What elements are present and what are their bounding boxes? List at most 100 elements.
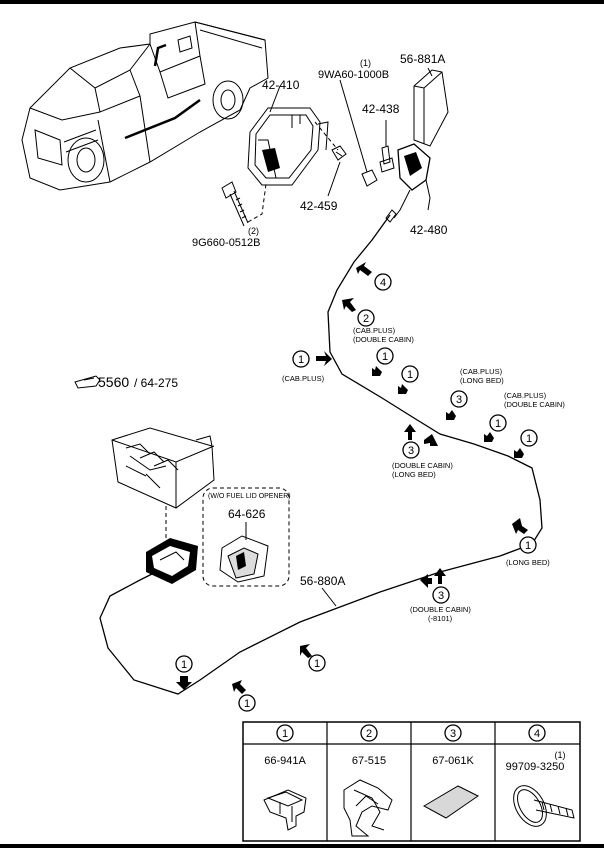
fuel-lid-opener-bracket bbox=[146, 538, 198, 584]
leader-56-880a bbox=[321, 587, 337, 607]
callout-1e: 1 bbox=[526, 433, 532, 445]
label-56-881a: 56-881A bbox=[400, 52, 445, 66]
note-double-cabin-b: (DOUBLE CABIN) bbox=[504, 400, 565, 409]
arrow-1f bbox=[512, 518, 528, 534]
legend-part-66-941a: 66-941A bbox=[264, 755, 306, 767]
callout-1a: 1 bbox=[298, 354, 304, 366]
note-double-cabin-c: (DOUBLE CABIN) bbox=[392, 461, 453, 470]
callout-circle-3a bbox=[450, 390, 468, 408]
callout-circle-2 bbox=[357, 309, 375, 327]
note-long-bed-b: (LONG BED) bbox=[392, 470, 436, 479]
clip-67-515-drawing bbox=[343, 779, 393, 837]
callout-circle-1b bbox=[376, 347, 394, 365]
label-9wa60-1000b: 9WA60-1000B bbox=[318, 69, 389, 81]
arrow-1c bbox=[398, 384, 408, 394]
label-56-880a: 56-880A bbox=[300, 574, 345, 588]
arrow-1a bbox=[316, 351, 332, 366]
clip-99709-3250-drawing bbox=[513, 785, 575, 827]
callout-1b: 1 bbox=[382, 351, 388, 363]
arrow-3c bbox=[420, 574, 432, 588]
arrow-3b-up bbox=[404, 424, 416, 440]
callout-circle-1g bbox=[308, 654, 326, 672]
clip-location-markers: 4 2 1 (CAB.PLUS) (CAB.PLUS) (DOUBLE CABI… bbox=[175, 262, 565, 712]
callout-circle-3b bbox=[402, 441, 420, 459]
arrow-1d bbox=[484, 432, 494, 442]
label-42-459: 42-459 bbox=[300, 199, 338, 213]
pickup-truck-illustration bbox=[21, 21, 269, 191]
callout-1f: 1 bbox=[525, 540, 531, 552]
legend-part-67-061k: 67-061K bbox=[432, 755, 474, 767]
note-cab-plus: (CAB.PLUS) bbox=[282, 374, 325, 383]
callout-circle-1c bbox=[401, 365, 419, 383]
note-8101: (-8101) bbox=[428, 614, 453, 623]
callout-circle-1i bbox=[238, 694, 256, 712]
part-42-438 bbox=[379, 120, 395, 173]
module-56-881a bbox=[413, 69, 449, 147]
label-42-480: 42-480 bbox=[410, 223, 448, 237]
note-cab-plus-b: (CAB.PLUS) bbox=[353, 326, 396, 335]
label-64-626: 64-626 bbox=[228, 507, 266, 521]
arrow-3b-right bbox=[424, 434, 438, 446]
note-wo-opener: (W/O FUEL LID OPENER) bbox=[208, 493, 291, 500]
cable-end-fitting bbox=[385, 209, 397, 223]
callout-1d: 1 bbox=[495, 418, 501, 430]
note-cab-plus-c: (CAB.PLUS) bbox=[460, 367, 503, 376]
leader-42-459 bbox=[327, 161, 341, 197]
legend-header-4: 4 bbox=[534, 728, 540, 740]
callout-3a: 3 bbox=[456, 394, 462, 406]
legend-qty-4: (1) bbox=[555, 750, 566, 760]
bolt-9g660-0512b bbox=[221, 181, 249, 227]
arrow-3c-up bbox=[434, 568, 446, 584]
callout-circle-1f bbox=[519, 536, 537, 554]
legend-header-circle-1 bbox=[276, 724, 294, 742]
note-cab-plus-d: (CAB.PLUS) bbox=[504, 391, 547, 400]
nut-42-459 bbox=[331, 145, 347, 161]
legend-header-circle-2 bbox=[360, 724, 378, 742]
dash-nut bbox=[314, 121, 339, 151]
arrow-1i bbox=[232, 680, 246, 694]
pointing-hand-icon bbox=[74, 375, 101, 389]
callout-1i: 1 bbox=[244, 698, 250, 710]
legend-header-circle-4 bbox=[528, 724, 546, 742]
note-long-bed-c: (LONG BED) bbox=[506, 558, 550, 567]
callout-circle-3c bbox=[432, 586, 450, 604]
arrow-3a bbox=[446, 410, 456, 420]
callout-1h: 1 bbox=[181, 659, 187, 671]
label-42-438: 42-438 bbox=[362, 102, 400, 116]
note-double-cabin: (DOUBLE CABIN) bbox=[353, 335, 414, 344]
legend-header-1: 1 bbox=[282, 728, 288, 740]
callout-circle-1d bbox=[489, 414, 507, 432]
arrow-1g bbox=[300, 644, 312, 658]
legend-part-99709-3250: 99709-3250 bbox=[506, 761, 565, 773]
callout-1c: 1 bbox=[407, 369, 413, 381]
callout-3c: 3 bbox=[438, 590, 444, 602]
clip-67-061k-drawing bbox=[422, 785, 479, 819]
callout-circle-1h bbox=[175, 655, 193, 673]
callout-3b: 3 bbox=[408, 445, 414, 457]
dash-bolt-to-lid bbox=[247, 183, 267, 223]
arrow-1e bbox=[514, 448, 524, 458]
arrow-1h bbox=[176, 676, 192, 690]
label-9g660-qty: (2) bbox=[248, 226, 259, 236]
callout-1g: 1 bbox=[314, 658, 320, 670]
fuel-lid-42-410 bbox=[247, 107, 329, 186]
label-9wa60-qty: (1) bbox=[360, 58, 371, 68]
arrow-1b bbox=[372, 366, 382, 376]
callout-2: 2 bbox=[363, 313, 369, 325]
cable-56-880a bbox=[99, 214, 543, 695]
legend-header-3: 3 bbox=[450, 728, 456, 740]
arrow-2 bbox=[342, 298, 356, 312]
clip-66-941a-drawing bbox=[263, 789, 307, 831]
ref-64-275: / 64-275 bbox=[134, 376, 178, 390]
clip-legend-table: 1 2 3 4 66-941A 67-515 67-061K (1) 99709… bbox=[242, 721, 581, 842]
leader-42-410 bbox=[269, 85, 281, 113]
callout-circle-1e bbox=[520, 429, 538, 447]
cover-64-626 bbox=[219, 535, 269, 583]
clip-9wa60-1000b bbox=[339, 79, 378, 187]
legend-header-2: 2 bbox=[366, 728, 372, 740]
callout-4: 4 bbox=[380, 277, 386, 289]
arrow-4 bbox=[356, 262, 372, 276]
ref-5560: 5560 bbox=[98, 374, 129, 390]
callout-circle-4 bbox=[374, 273, 392, 291]
